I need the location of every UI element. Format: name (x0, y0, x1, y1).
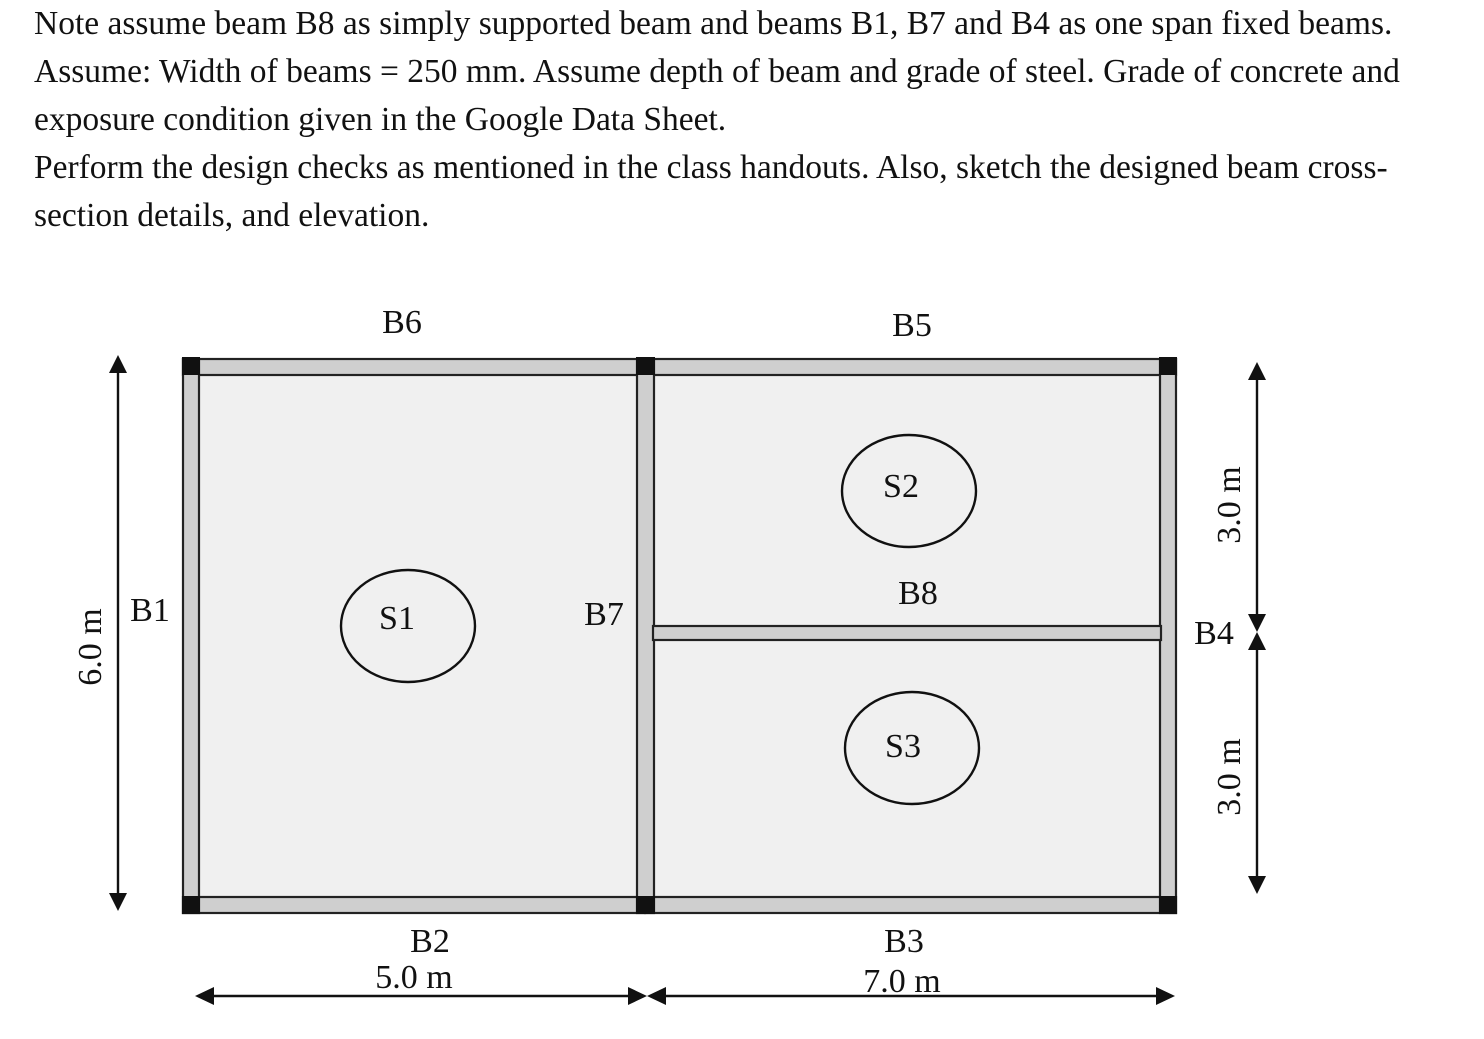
note-paragraph-1: Note assume beam B8 as simply supported … (34, 5, 1400, 138)
slab-marker-s3 (843, 690, 981, 806)
arrowhead-left (647, 987, 666, 1005)
beam-label-b3: B3 (884, 923, 924, 960)
arrowhead-left (195, 987, 214, 1005)
beam-label-b6: B6 (382, 304, 422, 341)
arrowhead-down (1248, 876, 1266, 894)
arrowhead-right (628, 987, 647, 1005)
beam-b6 (181, 357, 647, 377)
problem-note: Note assume beam B8 as simply supported … (34, 0, 1454, 240)
slab-label-s1: S1 (379, 600, 415, 637)
slab-panel-s3 (653, 640, 1160, 898)
slab-panel-s2 (653, 374, 1160, 626)
beam-label-b8: B8 (898, 575, 938, 612)
beam-b4 (1158, 357, 1178, 915)
arrowhead-up (1248, 632, 1266, 650)
arrowhead-down (109, 893, 127, 911)
slab-label-s3: S3 (885, 728, 921, 765)
beam-b5 (643, 357, 1178, 377)
arrowhead-down (1248, 614, 1266, 632)
slab-label-s2: S2 (883, 468, 919, 505)
beam-label-b2: B2 (410, 923, 450, 960)
beam-label-b5: B5 (892, 307, 932, 344)
column (182, 357, 200, 375)
dimension-label-bottom-right: 7.0 m (863, 963, 940, 1000)
arrowhead-right (1156, 987, 1175, 1005)
arrowhead-up (109, 355, 127, 373)
column (1159, 357, 1177, 375)
slab-marker-s1 (339, 568, 477, 684)
dimension-label-left: 6.0 m (72, 608, 109, 685)
note-paragraph-2: Perform the design checks as mentioned i… (34, 149, 1388, 234)
beam-b1 (181, 357, 201, 915)
arrowhead-up (1248, 362, 1266, 380)
dimension-label-right-top: 3.0 m (1211, 466, 1248, 543)
beam-label-b4: B4 (1194, 615, 1234, 652)
beam-b3 (643, 895, 1178, 915)
dimension-label-right-bottom: 3.0 m (1211, 738, 1248, 815)
dimension-label-bottom-left: 5.0 m (375, 959, 452, 996)
column (636, 357, 655, 375)
beam-label-b7: B7 (584, 596, 624, 633)
slab-panel-s1 (198, 374, 637, 898)
beam-label-b1: B1 (130, 592, 170, 629)
column (1159, 896, 1177, 914)
column (636, 896, 655, 914)
beam-b7 (635, 357, 656, 915)
beam-b2 (181, 895, 647, 915)
beam-b8 (651, 624, 1163, 642)
slab-marker-s2 (840, 433, 978, 549)
column (182, 896, 200, 914)
